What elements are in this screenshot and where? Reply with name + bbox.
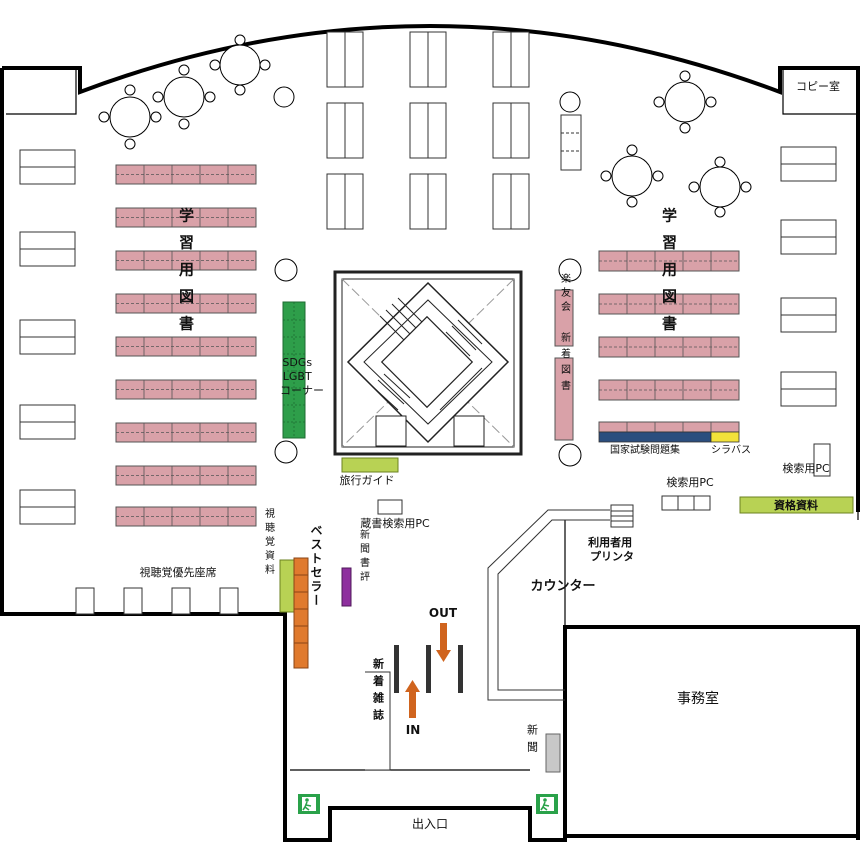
exit-sign-right-icon xyxy=(536,794,558,814)
syllabus-label: シラバス xyxy=(711,444,751,456)
certification-label: 資格資料 xyxy=(774,498,818,512)
national-exam-shelf xyxy=(598,431,712,443)
central-stairwell xyxy=(333,270,523,456)
svg-text:学習用図書: 学習用図書 xyxy=(177,207,195,343)
raku-yu-kai-shelf xyxy=(554,289,574,347)
av-seats xyxy=(75,587,239,615)
search-pc-right-desk xyxy=(813,443,831,477)
bestseller-label: ベストセラー xyxy=(309,524,323,608)
national-exam-label: 国家試験問題集 xyxy=(610,443,680,456)
printer-line-1: 利用者用 xyxy=(588,535,632,549)
left-wall-shelves xyxy=(19,149,76,525)
newspaper-rack xyxy=(545,733,561,773)
new-books-shelf xyxy=(554,357,574,441)
study-books-right-label: 学習用図書 xyxy=(660,207,678,343)
new-books-label: 新着図書 xyxy=(559,331,571,396)
travel-guide-label: 旅行ガイド xyxy=(340,473,395,487)
exit-sign-left-icon xyxy=(298,794,320,814)
sdgs-corner-shelf xyxy=(282,301,306,439)
search-pc-mid-desks xyxy=(661,495,711,511)
printer-icon xyxy=(610,504,634,528)
gate-out-label: OUT xyxy=(429,606,458,620)
right-study-shelf-dividers xyxy=(599,251,739,432)
left-study-shelf-dividers xyxy=(116,165,256,526)
catalog-pc-desk xyxy=(377,499,403,515)
round-tables xyxy=(98,34,752,218)
printer-line-2: プリンタ xyxy=(590,549,634,563)
av-materials-shelf xyxy=(279,559,295,613)
travel-guide-shelf xyxy=(341,457,399,473)
sdgs-line-1: SDGs xyxy=(282,356,312,369)
counter-label: カウンター xyxy=(530,579,595,594)
raku-yu-kai-label: 楽友会 xyxy=(559,272,571,315)
table-2 xyxy=(152,64,216,130)
new-magazines-label: 新着雑誌 xyxy=(372,657,386,726)
in-arrow-icon xyxy=(405,680,420,718)
table-5 xyxy=(600,144,664,208)
svg-text:学習用図書: 学習用図書 xyxy=(660,207,678,343)
sdgs-corner-label: SDGs LGBT コーナー xyxy=(280,356,324,397)
certification-shelf xyxy=(739,496,854,514)
office-label: 事務室 xyxy=(677,690,719,707)
search-pc-mid-label: 検索用PC xyxy=(666,475,714,489)
syllabus-shelf xyxy=(710,431,740,443)
table-6 xyxy=(688,156,752,218)
inner-lines xyxy=(6,70,859,771)
av-seats-label: 視聴覚優先座席 xyxy=(140,565,217,579)
study-books-left-label: 学習用図書 xyxy=(177,207,195,343)
entrance-label: 出入口 xyxy=(412,817,448,831)
newspapers-label: 新聞 xyxy=(526,723,539,758)
av-materials-label: 視聴覚資料 xyxy=(263,507,275,578)
out-arrow-icon xyxy=(436,623,451,662)
sdgs-line-3: コーナー xyxy=(280,384,324,397)
book-review-label: 新聞書評 xyxy=(358,528,370,585)
table-1 xyxy=(98,84,162,150)
book-review-shelf xyxy=(341,567,352,607)
copy-room-label: コピー室 xyxy=(796,79,840,93)
bestseller-shelf xyxy=(293,557,309,669)
catalog-pc-label: 蔵書検索用PC xyxy=(360,516,430,530)
new-magazine-shelf xyxy=(365,671,391,771)
sdgs-line-2: LGBT xyxy=(283,370,312,383)
pillars xyxy=(274,258,582,467)
center-top-shelves xyxy=(326,31,582,230)
table-3 xyxy=(209,34,271,96)
table-4 xyxy=(653,70,717,134)
gate-in-label: IN xyxy=(406,723,421,737)
counter-desk xyxy=(487,509,610,701)
printer-label: 利用者用 プリンタ xyxy=(588,535,636,563)
security-gates xyxy=(394,645,463,693)
right-wall-shelves xyxy=(780,146,837,407)
search-pc-right-label: 検索用PC xyxy=(782,461,830,475)
